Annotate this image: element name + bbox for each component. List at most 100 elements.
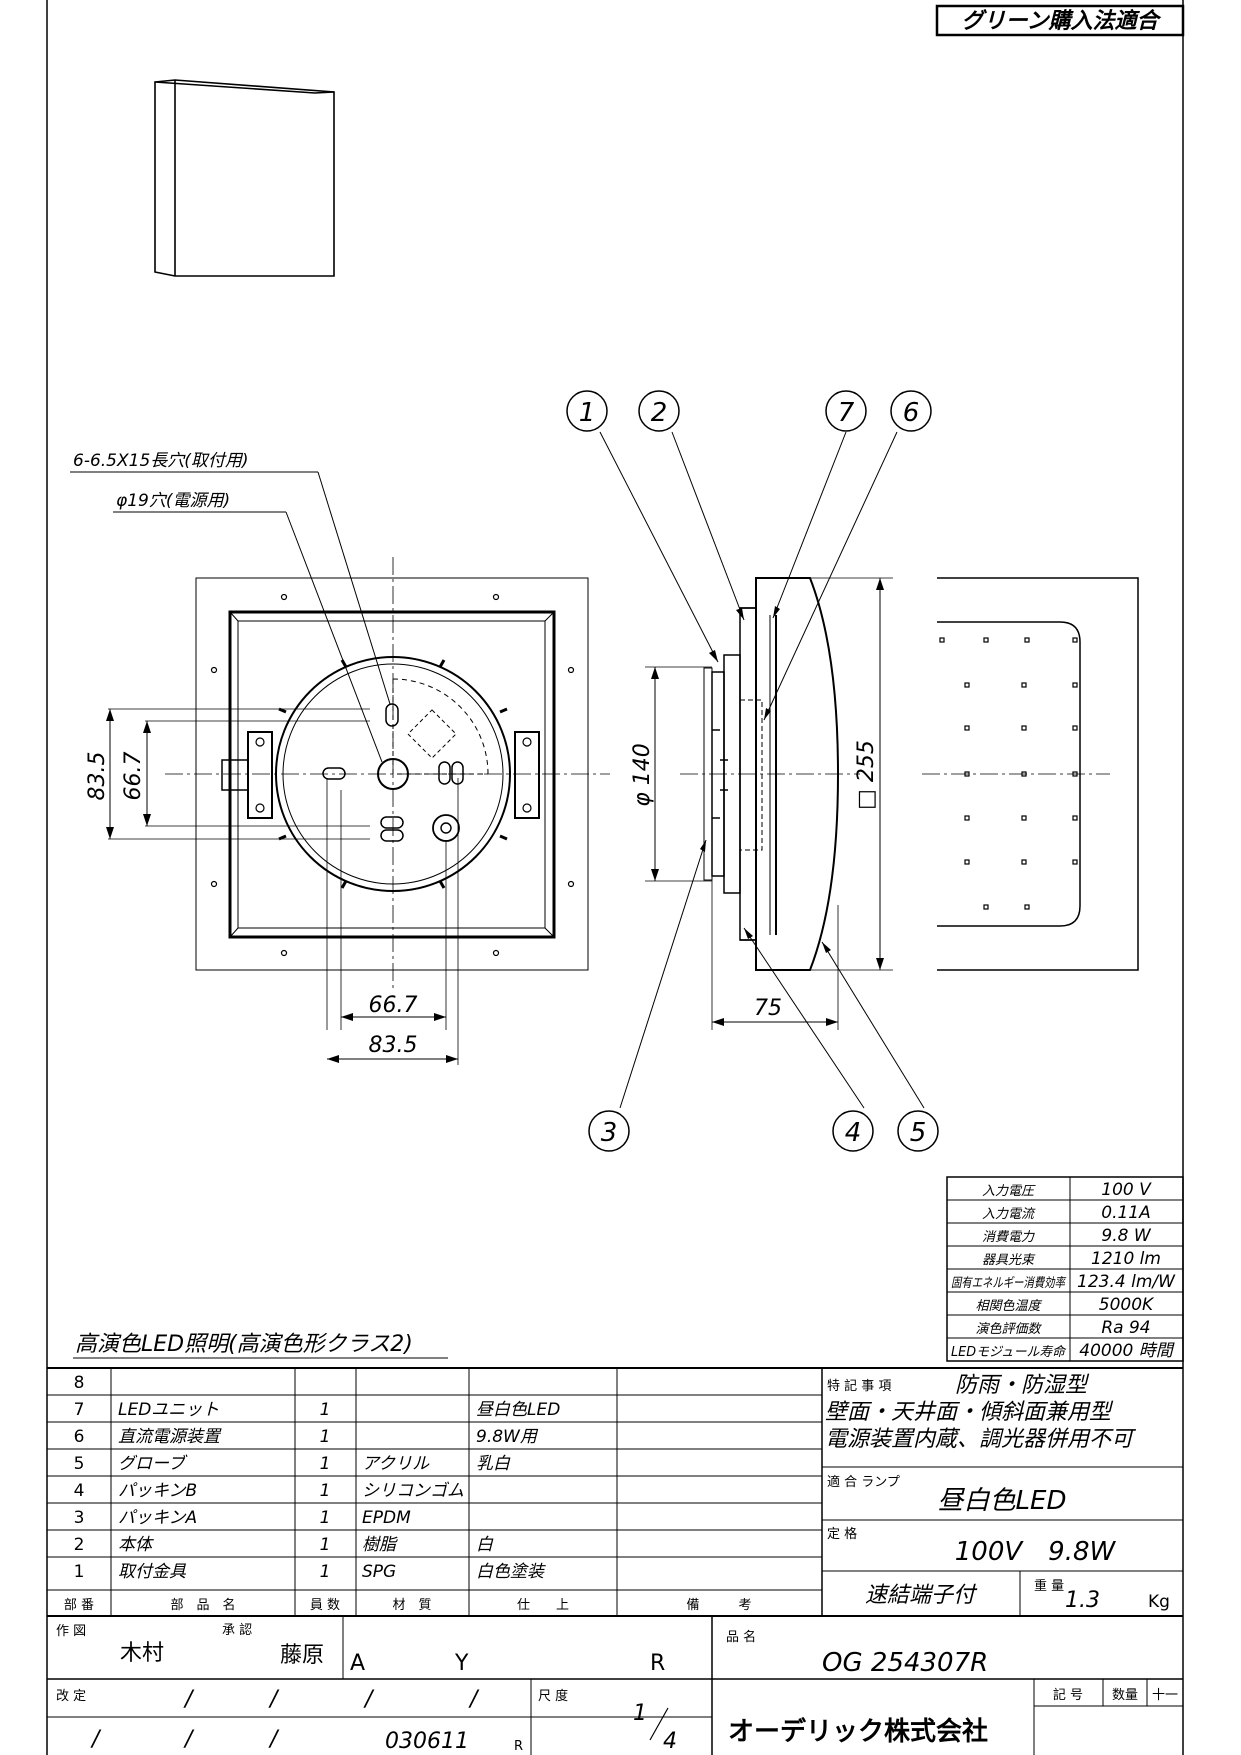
- spec-value: Ra 94: [1101, 1318, 1150, 1338]
- svg-text:特 記 事 項: 特 記 事 項: [827, 1378, 891, 1394]
- part-name: パッキンA: [118, 1508, 197, 1528]
- part-no: 5: [74, 1454, 85, 1474]
- part-material: 樹脂: [362, 1535, 398, 1555]
- svg-text:6: 6: [903, 398, 920, 428]
- svg-text:部 品 名: 部 品 名: [170, 1597, 235, 1613]
- badge-text: グリーン購入法適合: [962, 8, 1162, 34]
- svg-text:Kg: Kg: [1148, 1592, 1170, 1612]
- svg-text:030611: 030611: [385, 1729, 469, 1754]
- svg-text:4: 4: [663, 1729, 677, 1754]
- part-qty: 1: [320, 1454, 331, 1474]
- dim-depth-75: 75: [754, 996, 782, 1021]
- svg-text:員 数: 員 数: [310, 1598, 340, 1613]
- svg-text:3: 3: [601, 1118, 618, 1148]
- dim-left-83-5: 83.5: [85, 752, 110, 801]
- part-name: 取付金具: [118, 1562, 187, 1582]
- annotation-power-hole: φ19穴(電源用): [116, 491, 230, 511]
- svg-text:木村: 木村: [120, 1641, 164, 1666]
- isometric-view: [154, 79, 335, 277]
- spec-value: 40000 時間: [1079, 1341, 1174, 1361]
- svg-text:昼白色LED: 昼白色LED: [938, 1486, 1067, 1516]
- part-material: SPG: [362, 1562, 396, 1582]
- part-no: 3: [74, 1508, 85, 1528]
- footer-grid: [47, 1616, 1183, 1755]
- spec-label: 固有エネルギー消費効率: [951, 1275, 1067, 1291]
- part-name: パッキンB: [118, 1481, 197, 1501]
- part-name: グローブ: [118, 1454, 188, 1474]
- footer-text: 作 図 木村 承 認 藤原 A Y R 品 名 OG 254307R 改 定 /…: [56, 1622, 1178, 1754]
- part-no: 2: [74, 1535, 85, 1555]
- spec-label: 器具光束: [982, 1253, 1036, 1268]
- front-arrows: [106, 709, 458, 1063]
- part-name: 直流電源装置: [118, 1427, 222, 1447]
- dim-bottom-66-7: 66.7: [369, 993, 418, 1018]
- svg-text:7: 7: [838, 398, 855, 428]
- spec-value: 100 V: [1101, 1180, 1152, 1200]
- svg-text:適 合 ランプ: 適 合 ランプ: [827, 1474, 900, 1490]
- annotation-slots: 6-6.5X15長穴(取付用): [73, 451, 249, 471]
- svg-text:1: 1: [633, 1701, 647, 1726]
- svg-text:数量: 数量: [1112, 1688, 1138, 1703]
- part-no: 8: [74, 1373, 85, 1393]
- spec-value: 0.11A: [1101, 1203, 1150, 1223]
- svg-text:部 番: 部 番: [64, 1598, 94, 1613]
- svg-text:/: /: [268, 1687, 280, 1712]
- spec-label: 入力電流: [982, 1207, 1036, 1222]
- spec-value: 1210 lm: [1091, 1249, 1161, 1269]
- back-view: [922, 577, 1139, 971]
- dim-bottom-83-5: 83.5: [369, 1033, 418, 1058]
- svg-text:定 格: 定 格: [827, 1526, 857, 1542]
- part-no: 6: [74, 1427, 85, 1447]
- spec-table: [946, 1176, 1184, 1362]
- svg-text:改 定: 改 定: [56, 1689, 86, 1704]
- part-name: 本体: [118, 1535, 154, 1555]
- callout-balloon-6: 6: [890, 390, 932, 432]
- svg-text:/: /: [90, 1727, 102, 1752]
- svg-text:4: 4: [845, 1118, 862, 1148]
- callout-balloon-4: 4: [832, 1110, 874, 1152]
- part-finish: 昼白色LED: [476, 1400, 560, 1420]
- parts-header: 部 番 部 品 名 員 数 材 質 仕 上 備 考: [64, 1597, 752, 1613]
- dim-left-66-7: 66.7: [121, 752, 146, 801]
- company-name: オーデリック株式会社: [728, 1716, 988, 1747]
- callout-leaders: [599, 431, 925, 1109]
- svg-text:防雨・防湿型: 防雨・防湿型: [955, 1373, 1090, 1398]
- svg-text:OG 254307R: OG 254307R: [822, 1648, 988, 1678]
- svg-text:5: 5: [910, 1118, 927, 1148]
- svg-text:/: /: [183, 1687, 195, 1712]
- spec-label: 演色評価数: [975, 1322, 1042, 1337]
- spec-label: 消費電力: [982, 1230, 1035, 1245]
- svg-text:作 図: 作 図: [56, 1624, 86, 1639]
- terminal-and-weight: 速結端子付 重 量 1.3 Kg: [865, 1578, 1170, 1613]
- svg-text:材 質: 材 質: [392, 1598, 431, 1613]
- svg-text:A: A: [350, 1651, 365, 1676]
- callout-balloon-2: 2: [638, 390, 680, 432]
- parts-table-grid: [47, 1367, 1183, 1617]
- callout-balloon-7: 7: [825, 390, 867, 432]
- compatible-lamp: 適 合 ランプ 昼白色LED: [827, 1474, 1066, 1516]
- green-purchase-badge: グリーン購入法適合: [935, 4, 1185, 37]
- part-qty: 1: [320, 1535, 331, 1555]
- part-material: シリコンゴム: [362, 1481, 464, 1501]
- svg-text:/: /: [268, 1727, 280, 1752]
- svg-text:R: R: [650, 1651, 665, 1676]
- part-qty: 1: [320, 1508, 331, 1528]
- svg-text:藤原: 藤原: [280, 1643, 324, 1668]
- svg-text:100V 9.8W: 100V 9.8W: [955, 1537, 1117, 1567]
- side-view: [645, 577, 893, 1030]
- svg-text:2: 2: [651, 398, 668, 428]
- svg-text:承 認: 承 認: [222, 1622, 252, 1638]
- dim-square-255: □ 255: [854, 740, 879, 810]
- svg-text:/: /: [468, 1687, 480, 1712]
- svg-text:品 名: 品 名: [726, 1629, 756, 1645]
- part-qty: 1: [320, 1481, 331, 1501]
- svg-text:仕 上: 仕 上: [517, 1598, 569, 1613]
- callout-balloon-5: 5: [897, 1110, 939, 1152]
- product-description: 高演色LED照明(高演色形クラス2): [75, 1332, 413, 1357]
- special-notes: 特 記 事 項 防雨・防湿型 壁面・天井面・傾斜面兼用型 電源装置内蔵、調光器併…: [825, 1373, 1137, 1452]
- svg-text:/: /: [183, 1727, 195, 1752]
- svg-text:重 量: 重 量: [1034, 1578, 1064, 1594]
- part-qty: 1: [320, 1562, 331, 1582]
